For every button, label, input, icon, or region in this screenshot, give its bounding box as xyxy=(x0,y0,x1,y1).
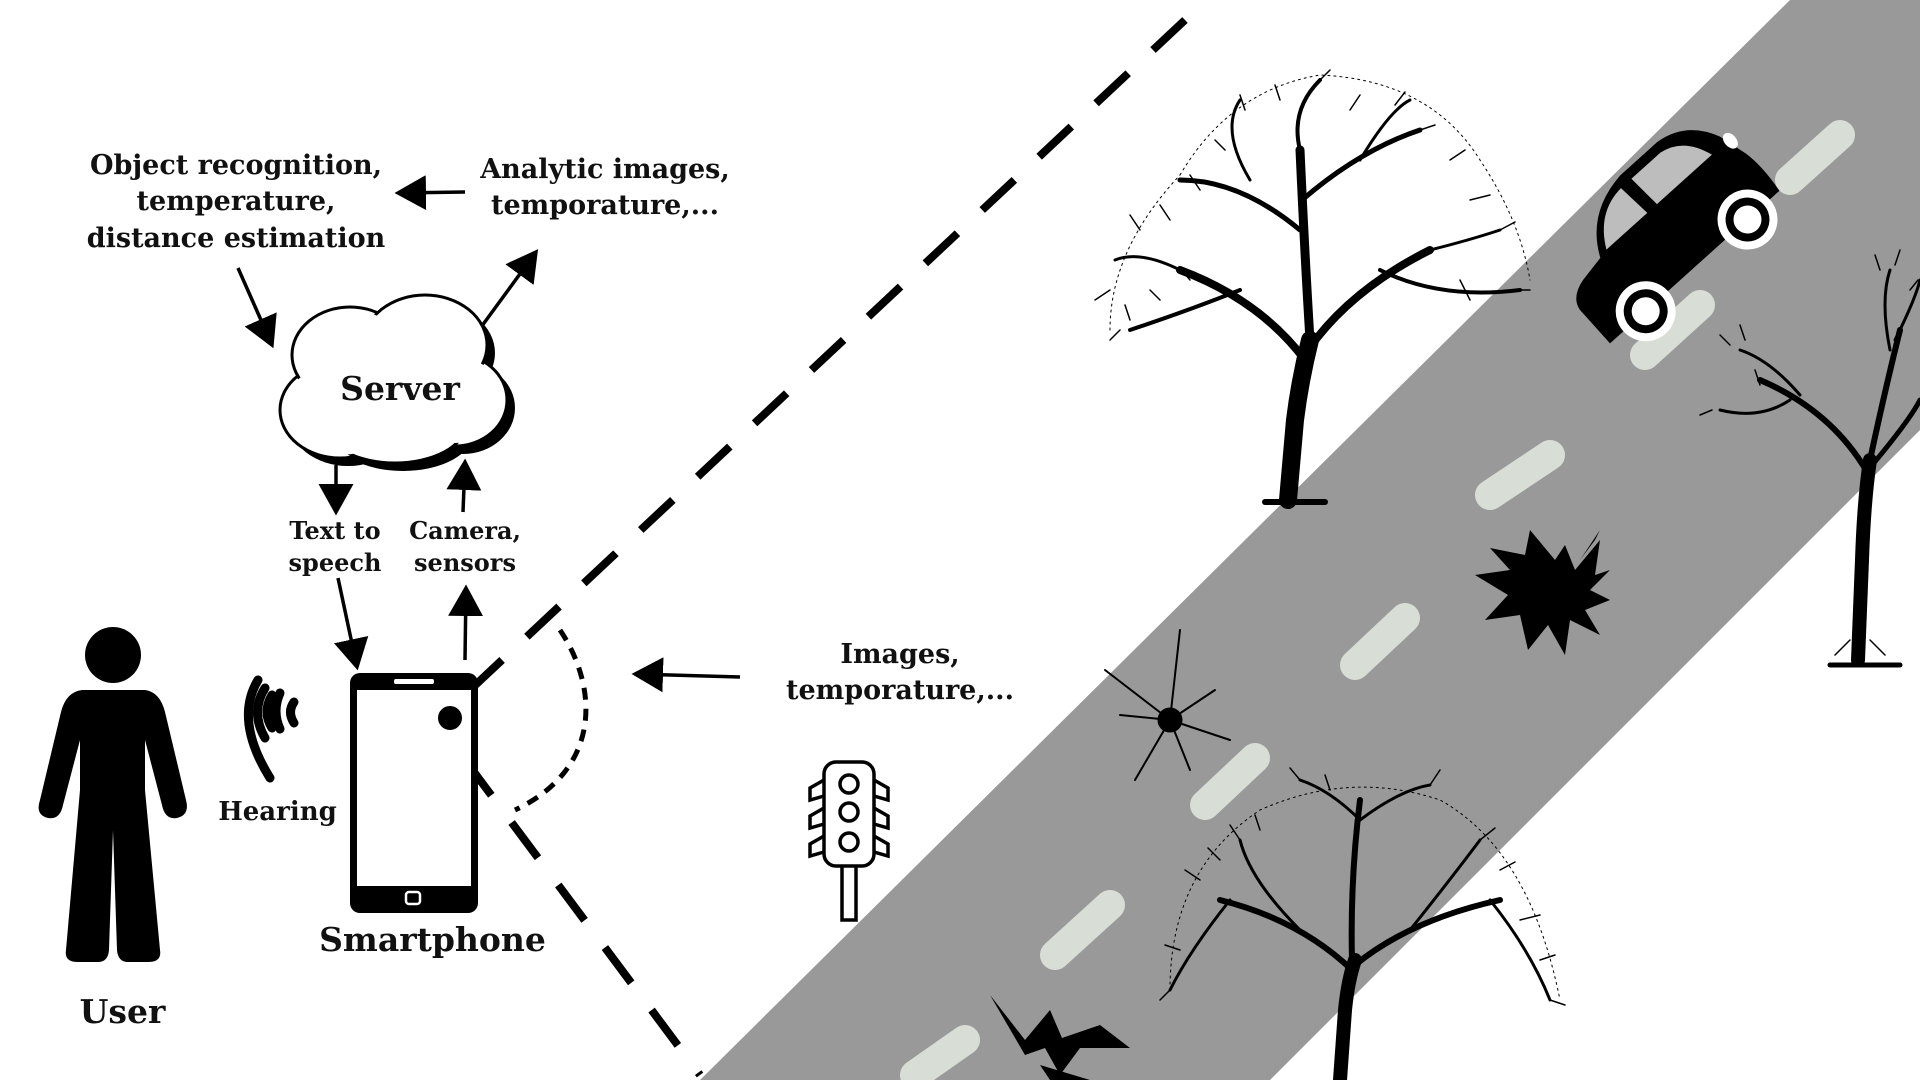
label-text-to-speech: Text to speech xyxy=(288,516,382,578)
arrow-tts-to-phone xyxy=(334,577,369,671)
arrow-recognition-to-server xyxy=(236,267,277,349)
lane-markings xyxy=(900,120,1855,1080)
crack-icon xyxy=(990,995,1130,1080)
pothole-icon xyxy=(1475,530,1610,655)
tree-icon xyxy=(1094,69,1531,509)
label-object-recognition: Object recognition, temperature, distanc… xyxy=(86,150,386,254)
traffic-light-icon xyxy=(808,760,890,922)
arrow-analytic-to-recognition xyxy=(394,175,466,211)
crack-icon xyxy=(1104,629,1231,781)
sound-waves-icon xyxy=(243,675,299,783)
car-icon xyxy=(1576,130,1780,344)
tree-icon xyxy=(1159,767,1566,1080)
label-images-input: Images, temporature,... xyxy=(786,639,1014,707)
node-user: User xyxy=(79,992,166,1031)
camera-view-arc xyxy=(513,628,589,813)
smartphone-icon xyxy=(350,673,478,913)
camera-view-boundary xyxy=(461,17,1188,1078)
node-smartphone: Smartphone xyxy=(319,920,546,959)
label-analytic-images: Analytic images, temporature,... xyxy=(480,154,730,222)
tree-icon xyxy=(1699,249,1920,668)
cloud-icon xyxy=(278,293,515,471)
arrow-phone-to-server xyxy=(446,458,482,513)
label-camera-sensors: Camera, sensors xyxy=(409,516,521,578)
arrow-images-to-phone xyxy=(631,657,741,693)
person-icon xyxy=(38,627,187,962)
node-server: Server xyxy=(340,369,460,408)
label-hearing: Hearing xyxy=(218,797,337,827)
arrow-phone-to-sensors xyxy=(448,584,484,661)
